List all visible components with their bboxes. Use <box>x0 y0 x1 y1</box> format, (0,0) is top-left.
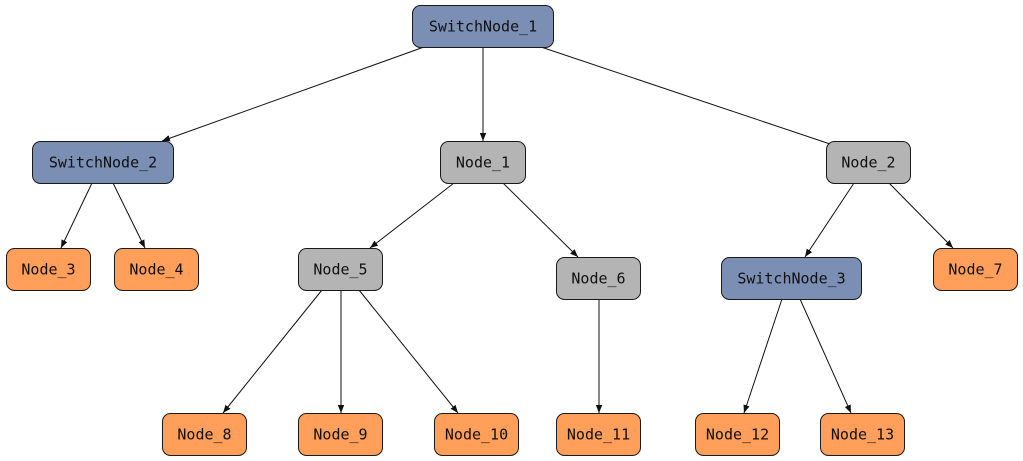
node-12-label: Node_12 <box>706 426 769 444</box>
tree-node-node-12: Node_12 <box>695 413 780 456</box>
node-8-label: Node_8 <box>177 426 231 444</box>
node-2-label: Node_2 <box>841 154 895 172</box>
node-3-label: Node_3 <box>21 261 75 279</box>
tree-node-node-1: Node_1 <box>440 141 526 184</box>
node-7-label: Node_7 <box>948 261 1002 279</box>
node-2-box <box>826 141 911 184</box>
tree-node-node-8: Node_8 <box>162 413 247 456</box>
node-11-label: Node_11 <box>567 426 630 444</box>
switchnode-2-box <box>32 141 174 184</box>
tree-node-node-2: Node_2 <box>826 141 911 184</box>
switchnode-1-box <box>412 5 554 48</box>
edge-node-5-to-node-10 <box>358 289 459 414</box>
node-1-label: Node_1 <box>456 154 510 172</box>
edge-switchnode-2-to-node-4 <box>112 182 146 249</box>
edges-layer <box>60 46 954 414</box>
tree-node-node-9: Node_9 <box>298 413 383 456</box>
switchnode-3-label: SwitchNode_3 <box>737 270 845 288</box>
node-4-box <box>114 248 199 291</box>
switchnode-1-label: SwitchNode_1 <box>429 18 537 36</box>
edge-node-2-to-node-7 <box>888 182 954 249</box>
edge-node-5-to-node-8 <box>222 289 323 414</box>
edge-switchnode-3-to-node-12 <box>743 298 783 414</box>
edge-node-1-to-node-5 <box>369 182 455 249</box>
tree-node-node-11: Node_11 <box>556 413 641 456</box>
tree-node-node-3: Node_3 <box>6 248 91 291</box>
node-9-box <box>298 413 383 456</box>
node-4-label: Node_4 <box>129 261 183 279</box>
tree-node-switchnode-1: SwitchNode_1 <box>412 5 554 48</box>
tree-node-switchnode-3: SwitchNode_3 <box>721 257 862 300</box>
edge-switchnode-1-to-switchnode-2 <box>161 46 425 142</box>
node-1-box <box>440 141 526 184</box>
switchnode-2-label: SwitchNode_2 <box>49 154 157 172</box>
edge-switchnode-3-to-node-13 <box>799 298 852 414</box>
node-13-box <box>820 413 905 456</box>
tree-node-node-4: Node_4 <box>114 248 199 291</box>
node-6-box <box>556 257 641 300</box>
edge-switchnode-2-to-node-3 <box>60 182 93 249</box>
node-10-box <box>434 413 519 456</box>
node-8-box <box>162 413 247 456</box>
node-9-label: Node_9 <box>313 426 367 444</box>
tree-node-node-10: Node_10 <box>434 413 519 456</box>
node-13-label: Node_13 <box>831 426 894 444</box>
node-10-label: Node_10 <box>445 426 508 444</box>
node-7-box <box>933 248 1018 291</box>
tree-node-node-13: Node_13 <box>820 413 905 456</box>
switchnode-3-box <box>721 257 862 300</box>
edge-switchnode-1-to-node-2 <box>540 46 840 148</box>
edge-node-2-to-switchnode-3 <box>804 182 855 258</box>
node-5-label: Node_5 <box>313 261 367 279</box>
node-5-box <box>298 248 383 291</box>
edge-node-1-to-node-6 <box>502 182 579 258</box>
tree-node-node-6: Node_6 <box>556 257 641 300</box>
tree-node-switchnode-2: SwitchNode_2 <box>32 141 174 184</box>
node-6-label: Node_6 <box>571 270 625 288</box>
node-3-box <box>6 248 91 291</box>
tree-node-node-5: Node_5 <box>298 248 383 291</box>
tree-node-node-7: Node_7 <box>933 248 1018 291</box>
node-11-box <box>556 413 641 456</box>
node-12-box <box>695 413 780 456</box>
